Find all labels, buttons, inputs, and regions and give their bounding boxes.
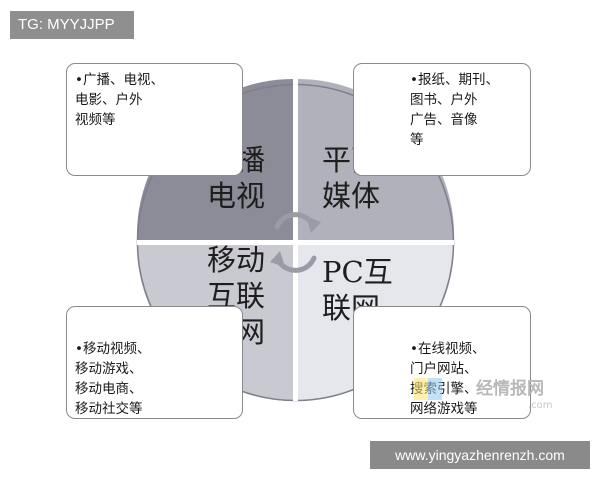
note-line: 移动社交等 <box>75 401 143 417</box>
note-line: 等 <box>410 132 424 148</box>
note-line: •在线视频、 <box>410 341 486 357</box>
source-badge: TG: MYYJJPP <box>10 11 134 39</box>
note-bottom-left: •移动视频、 移动游戏、 移动电商、 移动社交等 <box>66 306 243 419</box>
watermark-sub: .com <box>528 400 553 411</box>
note-line: •报纸、期刊、 <box>410 72 499 88</box>
note-line: 门户网站、 <box>410 361 478 377</box>
note-line: 网络游戏等 <box>410 401 478 417</box>
note-top-right: •报纸、期刊、 图书、户外 广告、音像 等 <box>353 63 531 176</box>
note-top-left: •广播、电视、 电影、户外 视频等 <box>66 63 243 176</box>
note-line: 移动游戏、 <box>75 361 143 377</box>
note-line: •移动视频、 <box>75 341 151 357</box>
note-line: 图书、户外 <box>410 92 478 108</box>
note-bottom-right: •在线视频、 门户网站、 搜索引擎、 网络游戏等 <box>353 306 531 419</box>
note-line: 广告、音像 <box>410 112 478 128</box>
watermark-logo: 经情报网 <box>476 378 544 399</box>
note-line: 移动电商、 <box>75 381 143 397</box>
note-line: 电影、户外 <box>75 92 143 108</box>
note-line: •广播、电视、 <box>75 72 164 88</box>
watermark: 经情报网 .com <box>414 378 553 411</box>
site-url-bar[interactable]: www.yingyazhenrenzh.com <box>370 441 590 469</box>
note-line: 视频等 <box>75 112 116 128</box>
